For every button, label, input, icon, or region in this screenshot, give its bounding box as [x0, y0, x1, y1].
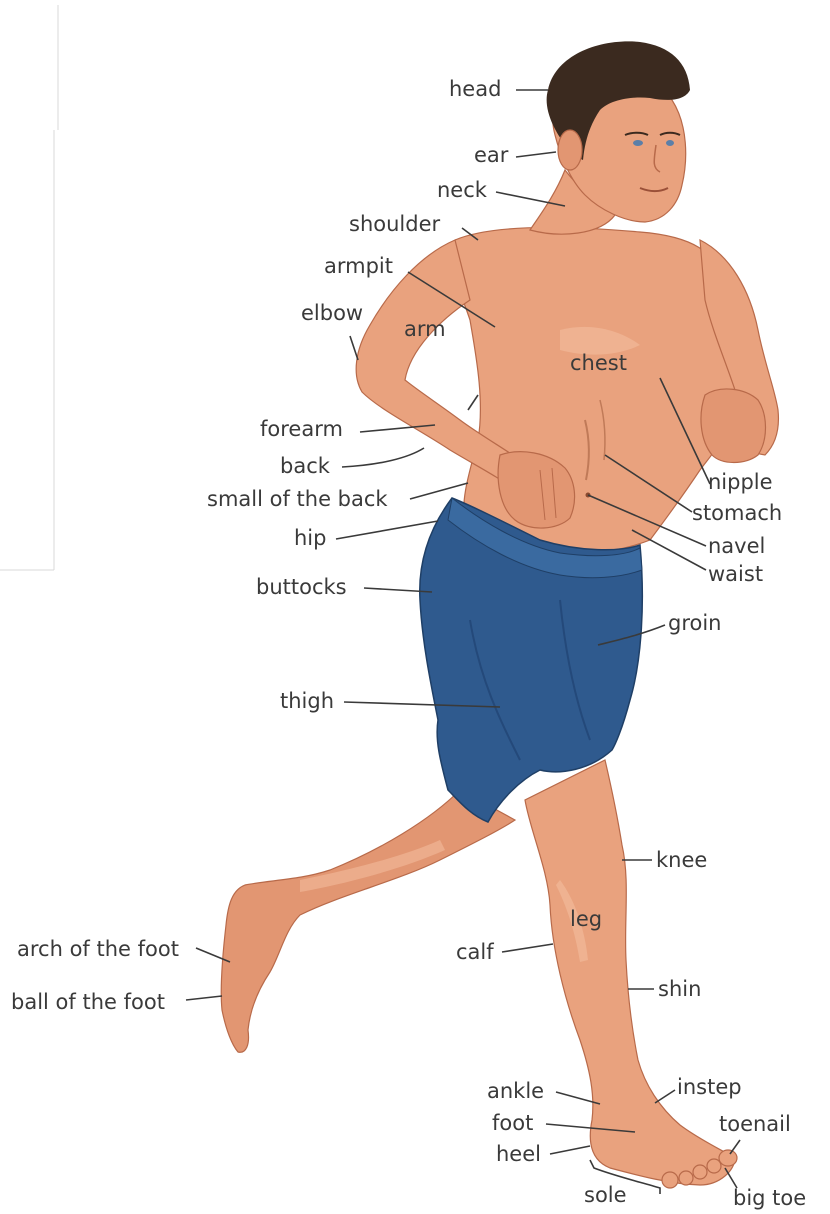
label-arm: arm — [404, 317, 446, 341]
label-hip: hip — [294, 526, 326, 550]
label-toenail: toenail — [719, 1112, 791, 1136]
label-instep: instep — [677, 1075, 742, 1099]
label-forearm: forearm — [260, 417, 343, 441]
label-foot: foot — [492, 1111, 533, 1135]
frame-lines — [0, 5, 58, 570]
label-thigh: thigh — [280, 689, 334, 713]
label-arch-of-the-foot: arch of the foot — [17, 937, 179, 961]
label-small-of-the-back: small of the back — [207, 487, 388, 511]
label-calf: calf — [456, 940, 494, 964]
label-leg: leg — [570, 907, 602, 931]
label-ball-of-the-foot: ball of the foot — [11, 990, 165, 1014]
label-nipple: nipple — [708, 470, 773, 494]
label-sole: sole — [584, 1183, 627, 1207]
label-head: head — [449, 77, 501, 101]
label-heel: heel — [496, 1142, 541, 1166]
front-leg — [525, 760, 737, 1188]
label-shin: shin — [658, 977, 701, 1001]
label-shoulder: shoulder — [349, 212, 440, 236]
label-groin: groin — [668, 611, 722, 635]
label-big-toe: big toe — [733, 1186, 806, 1210]
label-waist: waist — [708, 562, 763, 586]
label-chest: chest — [570, 351, 627, 375]
label-neck: neck — [437, 178, 488, 202]
label-ear: ear — [474, 143, 509, 167]
label-back: back — [280, 454, 331, 478]
back-leg — [221, 790, 515, 1052]
label-stomach: stomach — [692, 501, 782, 525]
label-elbow: elbow — [301, 301, 363, 325]
label-buttocks: buttocks — [256, 575, 347, 599]
label-ankle: ankle — [487, 1079, 544, 1103]
label-navel: navel — [708, 534, 765, 558]
label-armpit: armpit — [324, 254, 393, 278]
label-knee: knee — [656, 848, 707, 872]
